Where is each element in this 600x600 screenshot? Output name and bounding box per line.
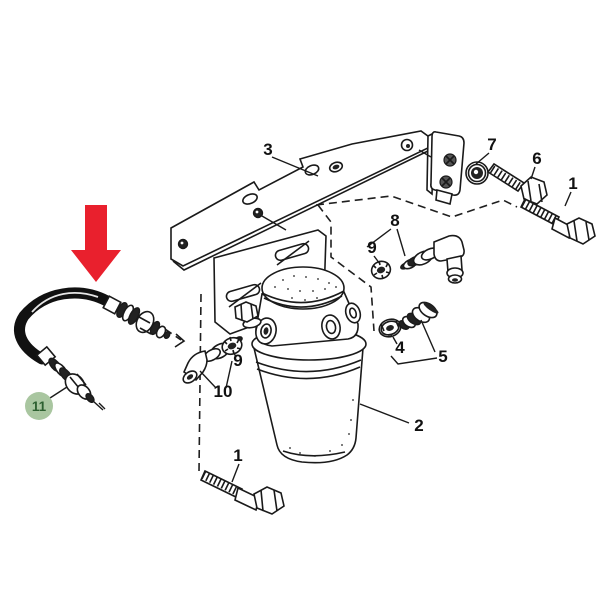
callout-9-right: 9	[367, 238, 376, 257]
callout-2: 2	[414, 416, 423, 435]
callout-7: 7	[487, 135, 496, 154]
red-highlight-arrow	[71, 205, 121, 282]
callout-6: 6	[532, 149, 541, 168]
part-1-bolt-bottom	[199, 469, 285, 515]
callout-5: 5	[438, 347, 447, 366]
callout-1-bottom: 1	[233, 446, 242, 465]
badge-circle	[25, 392, 53, 420]
part-1-bolt-top	[519, 197, 596, 245]
callout-leader-lines	[49, 152, 572, 483]
part-2-fuel-filter-assembly	[234, 266, 367, 464]
canister-stipple	[289, 399, 354, 457]
part-8-elbow-fitting	[400, 234, 465, 284]
callout-8: 8	[390, 211, 399, 230]
callout-1-top: 1	[568, 174, 577, 193]
part-6-bolt	[486, 162, 548, 205]
part-11-fuel-hose	[14, 287, 171, 411]
callout-3: 3	[263, 140, 272, 159]
callout-10: 10	[214, 382, 233, 401]
part-11-highlight-badge: 11	[25, 392, 53, 420]
callout-4: 4	[395, 338, 405, 357]
part-5-fitting	[398, 301, 439, 330]
red-arrow-icon	[71, 205, 121, 282]
part-4-nut	[378, 318, 402, 338]
connector-plate	[418, 131, 465, 206]
callout-labels: 3 7 6 1 8 9 4 5 9 10 2 1	[214, 135, 578, 465]
dome-stipple	[274, 275, 337, 301]
badge-label: 11	[32, 399, 47, 414]
assembly-dashed-lines	[164, 195, 518, 473]
part-9-washer-right	[370, 260, 392, 280]
part-7-washer	[465, 161, 489, 185]
callout-9-center: 9	[233, 351, 242, 370]
